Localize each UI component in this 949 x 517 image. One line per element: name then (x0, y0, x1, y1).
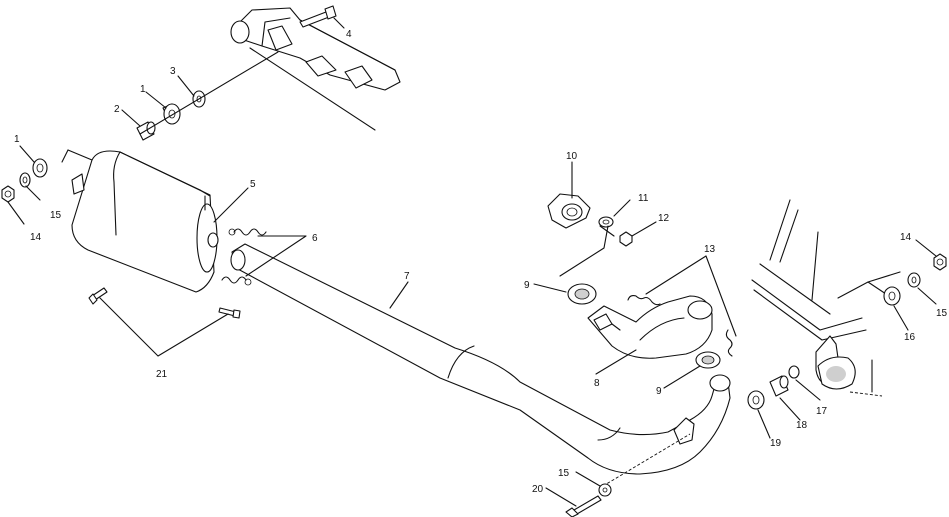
callout-3: 3 (170, 66, 176, 77)
flange-10-top (547, 193, 591, 229)
spacer-16 (883, 286, 901, 306)
frame-bracket-right (751, 199, 901, 397)
spacer-1-upper (162, 103, 181, 125)
washer-17 (788, 365, 800, 379)
washer-15-right (907, 272, 921, 288)
nut-12 (619, 231, 633, 247)
nut-14-right (933, 253, 947, 271)
callout-18: 18 (796, 420, 808, 431)
header-pipe-8 (587, 295, 713, 359)
muffler (71, 150, 219, 293)
callout-17: 17 (816, 406, 828, 417)
callout-2: 2 (114, 104, 120, 115)
callout-4-top: 4 (346, 29, 352, 40)
callout-10-top: 10 (566, 151, 578, 162)
spring-6-lower (221, 276, 252, 286)
callout-7: 7 (404, 271, 410, 282)
callout-13: 13 (704, 244, 716, 255)
exhaust-pipe-7 (230, 243, 731, 487)
callout-labels: 4 3 2 1 1 14 15 5 6 7 21 10 11 12 13 9 8… (14, 29, 948, 495)
callout-21: 21 (156, 369, 168, 380)
spacer-1-left (32, 158, 48, 178)
gasket-9-lower (695, 351, 721, 369)
gasket-9-upper (567, 283, 597, 305)
spring-13-right (725, 329, 733, 357)
callout-15-left: 15 (50, 210, 62, 221)
callout-15-bottom: 15 (558, 468, 570, 479)
nut-14-left (1, 185, 15, 203)
sleeve-18 (769, 375, 789, 397)
bolt-21-left (88, 287, 108, 305)
callout-9-lower: 9 (656, 386, 662, 397)
frame-bracket-top (230, 7, 401, 131)
callout-11: 11 (638, 193, 649, 204)
callout-16: 16 (904, 332, 916, 343)
spring-13-left (627, 294, 661, 306)
callout-12: 12 (658, 213, 670, 224)
callout-19: 19 (770, 438, 782, 449)
bolt-21-right (218, 307, 241, 319)
bolt-20 (565, 495, 602, 517)
callout-5: 5 (250, 179, 256, 190)
callout-1-left: 1 (14, 134, 20, 145)
leader-lines (7, 17, 937, 507)
callout-1-upper: 1 (140, 84, 146, 95)
callout-15-right: 15 (936, 308, 948, 319)
callout-8: 8 (594, 378, 600, 389)
spacer-19 (747, 390, 765, 410)
callout-9-upper: 9 (524, 280, 530, 291)
washer-15-bottom (598, 483, 612, 497)
callout-20: 20 (532, 484, 544, 495)
spring-6-upper (228, 228, 267, 236)
washer-15-left (19, 172, 31, 188)
callout-14-left: 14 (30, 232, 42, 243)
callout-14-right: 14 (900, 232, 912, 243)
bolt-4-top (299, 5, 337, 28)
washer-11 (598, 216, 614, 228)
callout-6: 6 (312, 233, 318, 244)
